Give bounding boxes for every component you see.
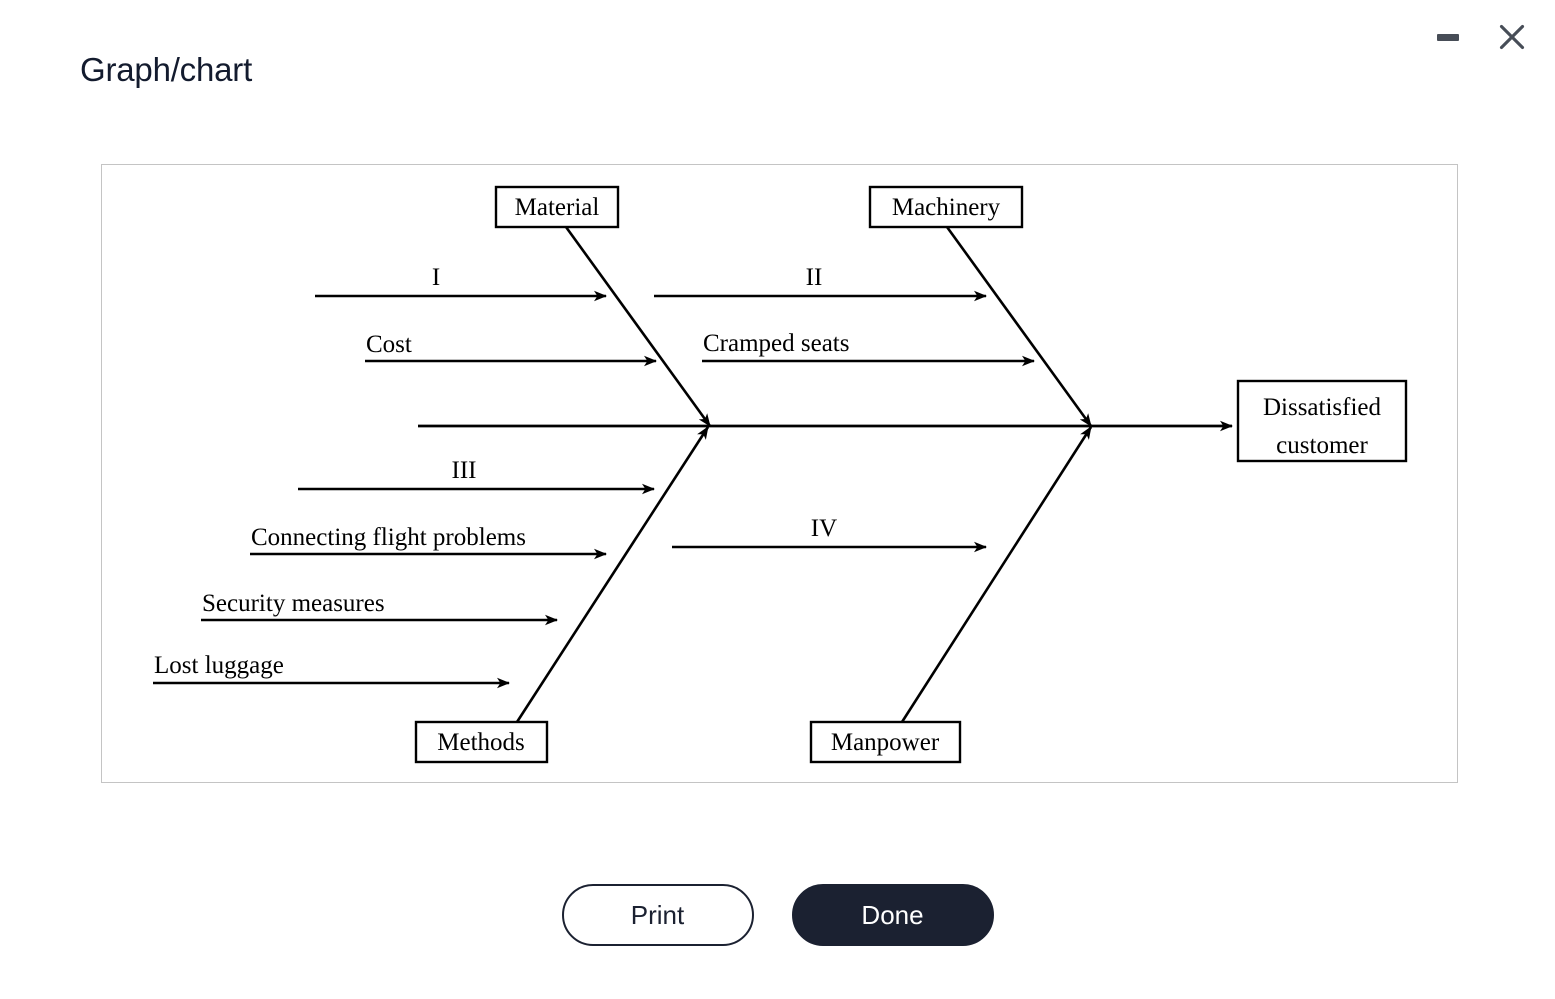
window-controls: [1433, 22, 1527, 52]
done-button[interactable]: Done: [791, 884, 994, 946]
cause-label-security-measures: Security measures: [202, 590, 385, 617]
dialog-footer: Print Done: [0, 884, 1555, 946]
category-label-methods: Methods: [437, 729, 525, 756]
cause-label-cost: Cost: [366, 331, 412, 358]
category-label-manpower: Manpower: [831, 729, 940, 756]
diagram-panel: Material I Cost Machinery II Cramped sea…: [101, 164, 1458, 783]
cause-label-lost-luggage: Lost luggage: [154, 652, 284, 679]
cause-label-iv: IV: [811, 515, 837, 542]
category-box-machinery[interactable]: [868, 185, 1024, 229]
cause-label-iii: III: [452, 457, 477, 484]
bone-methods: [515, 426, 710, 723]
cause-label-i: I: [432, 264, 440, 291]
category-box-methods[interactable]: [414, 720, 549, 764]
print-button[interactable]: Print: [561, 884, 754, 946]
category-box-manpower[interactable]: [809, 720, 962, 764]
close-button[interactable]: [1497, 22, 1527, 52]
cause-label-ii: II: [806, 264, 823, 291]
category-box-material[interactable]: [494, 185, 620, 229]
effect-box[interactable]: [1236, 379, 1408, 463]
effect-label-line1: Dissatisfied: [1263, 394, 1382, 421]
effect-label-line2: customer: [1276, 432, 1368, 459]
cause-label-cramped-seats: Cramped seats: [703, 330, 849, 357]
bone-material: [564, 226, 712, 427]
close-icon: [1499, 24, 1525, 50]
fishbone-diagram: Material I Cost Machinery II Cramped sea…: [153, 185, 1408, 764]
category-label-material: Material: [515, 194, 600, 221]
page-title: Graph/chart: [80, 51, 253, 88]
minimize-icon: [1437, 33, 1459, 41]
cause-label-connecting-flight-problems: Connecting flight problems: [251, 524, 526, 551]
bone-manpower: [900, 426, 1093, 723]
bone-machinery: [945, 226, 1093, 427]
minimize-button[interactable]: [1433, 22, 1463, 52]
category-label-machinery: Machinery: [892, 194, 1001, 221]
